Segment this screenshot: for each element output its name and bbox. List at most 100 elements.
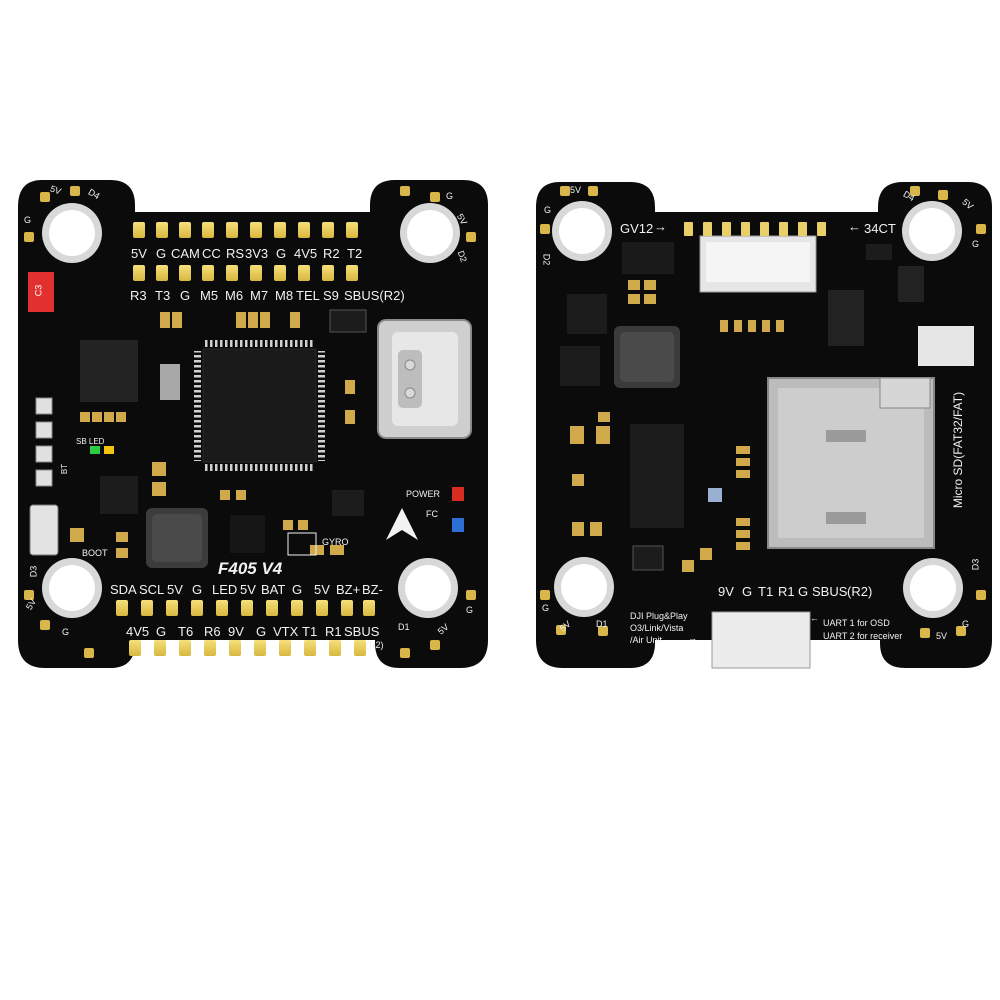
label-t3: T3	[155, 288, 171, 303]
left-bt-pad-2	[35, 421, 53, 439]
left-fc-label: FC	[426, 509, 438, 519]
label-r2: R2	[323, 246, 340, 261]
right-chip-long	[630, 424, 684, 528]
right-corner-5v-tl: 5V	[570, 185, 582, 195]
right-dji-line-3: /Air Unit	[630, 635, 663, 645]
label-led: LED	[212, 582, 238, 597]
left-mcu-pins	[194, 340, 325, 471]
right-corner-d2: D2	[541, 253, 552, 266]
label-5v-d: 5V	[314, 582, 330, 597]
label-scl: SCL	[139, 582, 165, 597]
label-9v: 9V	[228, 624, 244, 639]
label-cam: CAM	[171, 246, 200, 261]
label-4v5: 4V5	[294, 246, 318, 261]
label-sbus-suffix: (R2)	[366, 640, 384, 650]
left-yellow-led	[104, 446, 114, 454]
right-dji-arrow: →	[688, 633, 697, 643]
left-sb-led-label: SB LED	[76, 437, 105, 446]
left-power-led	[452, 487, 464, 501]
left-board-title: F405 V4	[218, 559, 283, 578]
label-m5: M5	[200, 288, 219, 303]
label-s9: S9	[323, 288, 339, 303]
label-m6: M6	[225, 288, 244, 303]
right-chip-left	[560, 346, 600, 386]
label-tel: TEL	[296, 288, 320, 303]
left-fc-led	[452, 518, 464, 532]
left-corner-g-br: G	[466, 605, 474, 615]
right-chip-regulator	[828, 290, 864, 346]
left-chip-right-small	[332, 490, 364, 516]
label-t6: T6	[178, 624, 194, 639]
right-corner-g-br: G	[962, 619, 970, 629]
right-uart-line-2: UART 2 for receiver	[823, 631, 903, 641]
left-crystal	[160, 364, 180, 400]
left-bt-pad-1	[35, 397, 53, 415]
right-dji-line-1: DJI Plug&Play	[630, 611, 688, 621]
left-mcu-chip	[202, 348, 317, 463]
label-5v-b: 5V	[167, 582, 183, 597]
left-bt-pad-3	[35, 445, 53, 463]
label-5v: 5V	[131, 246, 147, 261]
label-r1: R1	[325, 624, 342, 639]
label-g-e: G	[256, 624, 267, 639]
right-34ct-label: 34CT	[864, 221, 896, 236]
left-bt-pad-4	[35, 469, 53, 487]
label-g2: G	[276, 246, 287, 261]
right-corner-5v-br: 5V	[936, 631, 948, 641]
label-r3: R3	[130, 288, 147, 303]
right-chip-topleft	[567, 294, 607, 334]
right-34ct-arrow: ←	[848, 219, 861, 234]
label-sda: SDA	[110, 582, 137, 597]
label-g-c: G	[292, 582, 303, 597]
label-t2: T2	[347, 246, 363, 261]
label-t1: T1	[302, 624, 318, 639]
right-label-r1: R1	[778, 584, 795, 599]
right-gv12-label: GV12	[620, 221, 654, 236]
right-bottom-connector	[711, 611, 811, 669]
right-uart-arrow: ←	[810, 613, 819, 623]
left-power-label: POWER	[406, 489, 441, 499]
right-corner-g-tr: G	[972, 239, 980, 249]
right-label-g: G	[742, 584, 753, 599]
label-sbus: SBUS	[344, 624, 380, 639]
left-gyro-label: GYRO	[322, 537, 349, 547]
label-4v5-b: 4V5	[126, 624, 150, 639]
label-vtx: VTX	[273, 624, 299, 639]
label-g3: G	[180, 288, 191, 303]
label-g: G	[156, 246, 167, 261]
right-sd-label: Micro SD(FAT32/FAT)	[951, 391, 965, 509]
left-corner-g-tr: G	[446, 191, 454, 201]
label-5v-c: 5V	[240, 582, 256, 597]
right-chip-gv12	[622, 242, 674, 274]
label-r6: R6	[204, 624, 221, 639]
label-sbus-r2: SBUS(R2)	[344, 288, 405, 303]
right-label-sbus-suffix: (R2)	[847, 584, 873, 599]
right-corner-d1: D1	[596, 619, 608, 629]
label-3v3: 3V3	[245, 246, 269, 261]
right-chip-small-right	[898, 266, 924, 302]
label-rs: RS	[226, 246, 245, 261]
left-arrow-logo	[386, 508, 418, 540]
right-uart-line-1: UART 1 for OSD	[823, 618, 890, 628]
left-c3-box	[28, 272, 54, 312]
label-g-b: G	[192, 582, 203, 597]
right-label-g2: G	[798, 584, 809, 599]
left-corner-g-tl: G	[24, 215, 32, 225]
left-green-led	[90, 446, 100, 454]
left-chip-gyro	[230, 515, 265, 553]
label-m8: M8	[275, 288, 294, 303]
left-chip-mid-left	[100, 476, 138, 514]
right-dji-line-2: O3/Link/Vista	[630, 623, 684, 633]
left-boot-label: BOOT	[82, 548, 108, 558]
label-bat: BAT	[261, 582, 286, 597]
right-corner-g-bl: G	[542, 603, 550, 613]
left-chip-upper-left	[80, 340, 138, 402]
right-corner-d3: D3	[970, 558, 981, 571]
right-corner-g-tl: G	[544, 205, 552, 215]
right-label-9v: 9V	[718, 584, 734, 599]
label-bz-plus: BZ+	[336, 582, 361, 597]
left-corner-d1: D1	[398, 622, 410, 632]
right-label-t1: T1	[758, 584, 774, 599]
